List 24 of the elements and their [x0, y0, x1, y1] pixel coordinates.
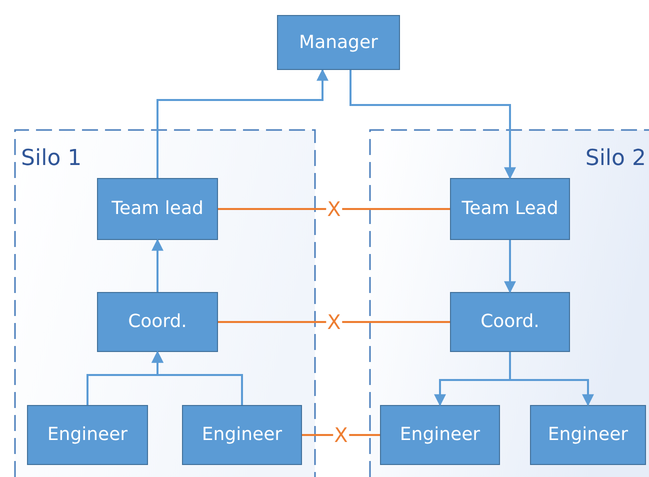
connector: [504, 240, 516, 294]
connector: [152, 350, 243, 405]
connector: [302, 434, 380, 436]
process-box: Team Lead: [450, 178, 570, 240]
connector: [350, 70, 516, 180]
process-box: Manager: [277, 15, 400, 70]
silo-region: [370, 130, 649, 477]
process-box: Coord.: [97, 292, 218, 352]
process-box: Engineer: [530, 405, 646, 465]
connector: [156, 68, 328, 178]
process-box: Engineer: [182, 405, 302, 465]
edge-label: X: [326, 312, 342, 332]
edge-label: X: [333, 425, 349, 445]
process-box: Engineer: [380, 405, 500, 465]
edge-label: X: [326, 199, 342, 219]
connector: [218, 321, 450, 323]
process-box: Team lead: [97, 178, 218, 240]
process-box: Engineer: [27, 405, 148, 465]
group-label: Silo 2: [585, 146, 646, 171]
connector: [152, 238, 164, 292]
connector: [218, 208, 450, 210]
group-label: Silo 1: [21, 146, 82, 171]
process-box: Coord.: [450, 292, 570, 352]
silo-region: [15, 130, 315, 477]
